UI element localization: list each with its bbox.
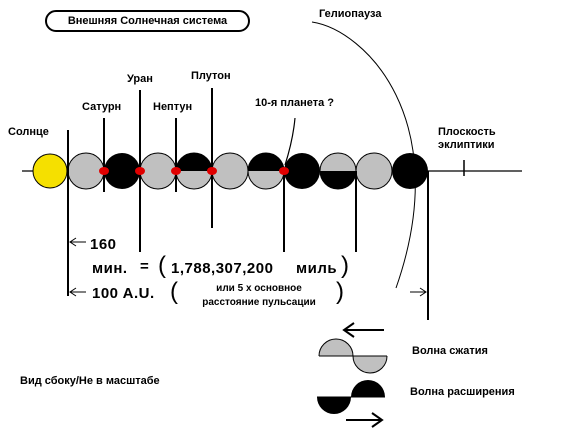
compression-wave-label: Волна сжатия — [412, 345, 488, 357]
pulsation-circles — [67, 152, 428, 190]
distance-equals: = — [140, 258, 150, 275]
pluto-label: Плутон — [191, 70, 231, 82]
planet-markers — [67, 88, 429, 320]
expansion-wave-icon — [317, 380, 385, 428]
ecliptic-label-line1: Плоскость — [438, 126, 496, 138]
saturn-label: Сатурн — [82, 101, 122, 113]
pluto-node — [207, 167, 217, 175]
arrow-160-head — [69, 237, 77, 247]
distance-miles-value: 1,788,307,200 — [171, 260, 274, 277]
alt-distance-line2: расстояние пульсации — [202, 297, 316, 308]
au-open-paren: ( — [170, 278, 178, 305]
pulse-circle — [211, 152, 249, 190]
uranus-label: Уран — [127, 73, 153, 85]
heliopause-label: Гелиопауза — [319, 8, 382, 20]
distance-miles-unit: миль — [296, 260, 338, 277]
scale-note: Вид сбоку/Не в масштабе — [20, 375, 160, 387]
arrow-au-left-head — [69, 287, 77, 297]
diagram-title: Внешняя Солнечная система — [45, 10, 250, 32]
expansion-wave-label: Волна расширения — [410, 386, 515, 398]
pulse-circle — [139, 152, 177, 190]
pulse-circle — [175, 152, 213, 190]
planet-nodes — [99, 167, 289, 175]
alt-distance-line1: или 5 х основное — [216, 283, 302, 294]
neptune-node — [171, 167, 181, 175]
saturn-node — [99, 167, 109, 175]
ecliptic-label-line2: эклиптики — [438, 139, 495, 151]
distance-au: 100 A.U. — [92, 285, 155, 302]
uranus-node — [135, 167, 145, 175]
pulse-circle — [355, 152, 393, 190]
planet10-pointer — [284, 117, 296, 166]
pulse-circle — [247, 152, 285, 190]
pulse-circle — [67, 152, 105, 190]
pulse-circle — [104, 153, 140, 189]
arrow-au-right-head — [419, 287, 427, 297]
pulse-circle — [319, 152, 357, 190]
pulse-circle — [284, 153, 320, 189]
distance-160: 160 — [90, 236, 117, 253]
miles-open-paren: ( — [158, 252, 166, 279]
sun-icon — [32, 153, 68, 189]
heliopause-arc — [311, 21, 416, 289]
miles-close-paren: ) — [341, 252, 349, 279]
sun-label: Солнце — [8, 126, 49, 138]
distance-arrows — [69, 237, 427, 297]
neptune-label: Нептун — [153, 101, 193, 113]
au-close-paren: ) — [336, 278, 344, 305]
pulse-circle — [392, 153, 428, 189]
planet10-label: 10-я планета ? — [255, 97, 335, 109]
distance-unit-min: мин. — [92, 260, 128, 277]
compression-wave-icon — [318, 322, 388, 374]
planet10-node — [279, 167, 289, 175]
